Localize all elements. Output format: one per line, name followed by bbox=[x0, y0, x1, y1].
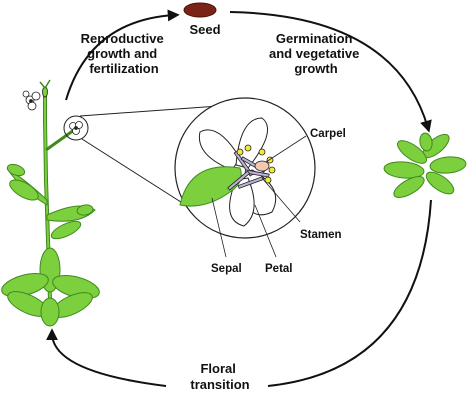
stage-label-reproductive: Reproductive growth and fertilization bbox=[81, 31, 168, 76]
arrow-floral-to-reproductive bbox=[46, 328, 167, 387]
arrow-germination-to-floral bbox=[267, 199, 432, 387]
label-sepal: Sepal bbox=[211, 263, 242, 275]
petal-shape bbox=[198, 129, 241, 171]
stage-label-seed: Seed bbox=[189, 22, 220, 37]
carpel-shape bbox=[254, 160, 270, 172]
stage-label-floral-transition: Floral transition bbox=[190, 361, 249, 392]
label-stamen: Stamen bbox=[300, 229, 342, 241]
flowering-plant-illustration bbox=[1, 79, 100, 327]
magnified-flower bbox=[174, 97, 316, 258]
label-carpel: Carpel bbox=[310, 128, 346, 140]
label-petal: Petal bbox=[265, 263, 293, 275]
arrow-reproductive-to-seed bbox=[65, 9, 180, 101]
seed-icon bbox=[183, 2, 217, 18]
stage-label-germination: Germination and vegetative growth bbox=[269, 31, 363, 76]
arrow-seed-to-germination bbox=[229, 11, 432, 133]
rosette-illustration bbox=[383, 132, 467, 198]
cycle-arrows bbox=[46, 9, 432, 387]
